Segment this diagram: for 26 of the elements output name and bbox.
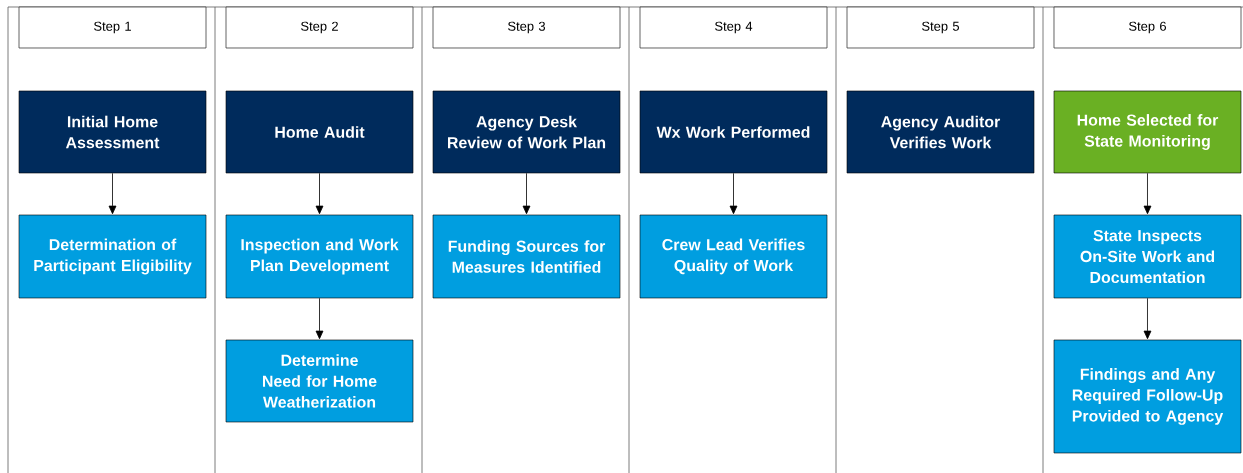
process-box: Determine Need for Home Weatherization [225,339,414,423]
step-header: Step 3 [432,6,621,49]
process-box: Determination of Participant Eligibility [18,214,207,299]
arrow [729,172,738,215]
step-header: Step 5 [846,6,1035,49]
arrow [315,297,324,340]
process-box: Crew Lead Verifies Quality of Work [639,214,828,299]
process-box: Agency Desk Review of Work Plan [432,90,621,174]
process-box: Inspection and Work Plan Development [225,214,414,299]
arrow [1143,172,1152,215]
process-box: Funding Sources for Measures Identified [432,214,621,299]
arrow [315,172,324,215]
process-box: State Inspects On-Site Work and Documentation [1053,214,1242,299]
arrow [1143,297,1152,340]
arrow [522,172,531,215]
step-header: Step 4 [639,6,828,49]
process-box: Initial Home Assessment [18,90,207,174]
arrow [108,172,117,215]
process-box: Home Audit [225,90,414,174]
process-box: Wx Work Performed [639,90,828,174]
step-header: Step 2 [225,6,414,49]
step-header: Step 6 [1053,6,1242,49]
step-header: Step 1 [18,6,207,49]
process-box: Findings and Any Required Follow-Up Provided to Agency [1053,339,1242,454]
process-box: Home Selected for State Monitoring [1053,90,1242,174]
process-box: Agency Auditor Verifies Work [846,90,1035,174]
